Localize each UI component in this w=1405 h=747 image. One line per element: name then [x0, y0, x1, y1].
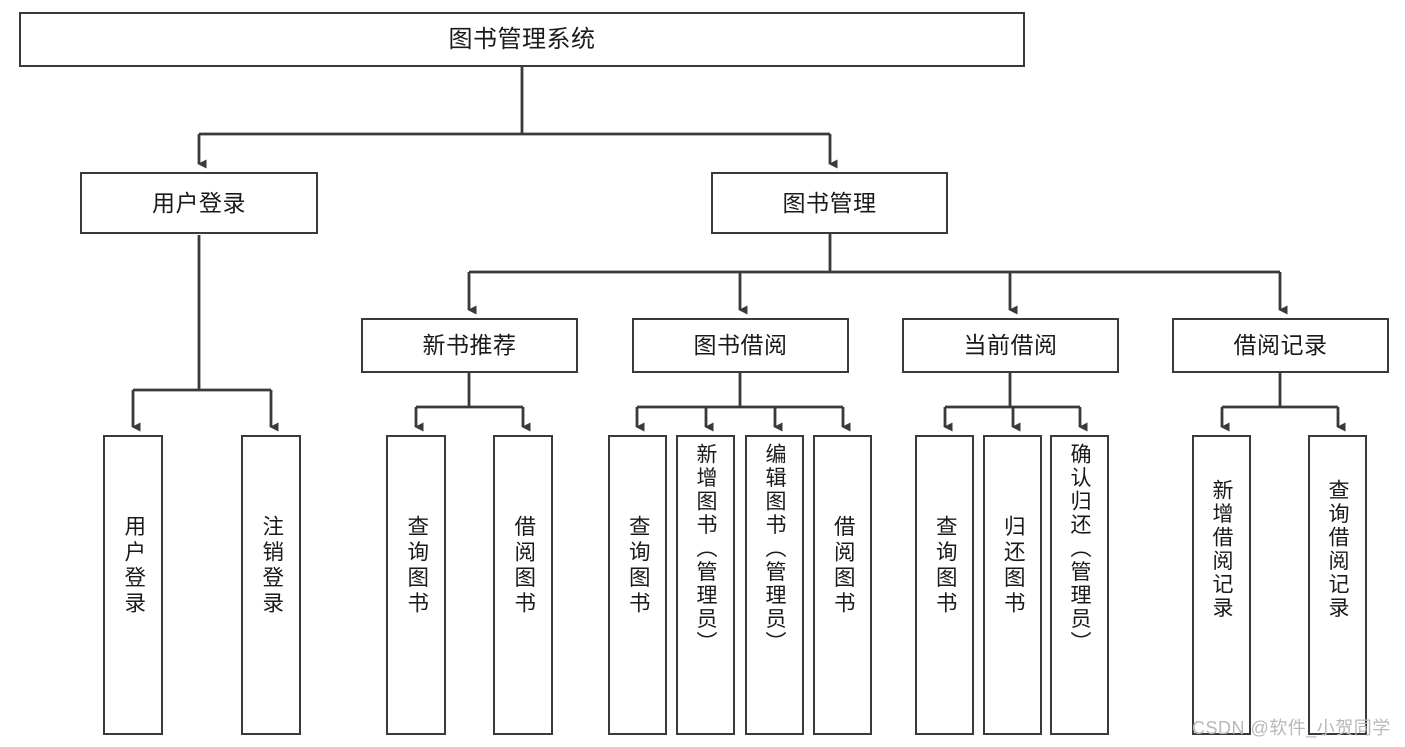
node-borrow-record[interactable]: 借阅记录	[1172, 318, 1389, 373]
leaf-book-borrow-add[interactable]: 新增图书（管理员）	[676, 435, 735, 735]
leaf-current-borrow-query[interactable]: 查询图书	[915, 435, 974, 735]
node-current-borrow[interactable]: 当前借阅	[902, 318, 1119, 373]
leaf-borrow-record-add[interactable]: 新增借阅记录	[1192, 435, 1251, 735]
node-label: 归还图书	[1001, 515, 1026, 617]
node-book-borrow[interactable]: 图书借阅	[632, 318, 849, 373]
node-label: 借阅图书	[511, 515, 536, 617]
leaf-user-login-logout[interactable]: 注销登录	[241, 435, 301, 735]
node-label: 当前借阅	[963, 332, 1058, 359]
node-label: 新增图书（管理员）	[694, 443, 717, 655]
node-label: 图书管理	[782, 189, 877, 216]
node-label: 查询图书	[933, 515, 958, 617]
leaf-new-book-query[interactable]: 查询图书	[386, 435, 446, 735]
node-root-system[interactable]: 图书管理系统	[19, 12, 1025, 67]
leaf-user-login-login[interactable]: 用户登录	[103, 435, 163, 735]
node-user-login[interactable]: 用户登录	[80, 172, 318, 234]
node-label: 图书管理系统	[448, 25, 596, 53]
node-label: 注销登录	[259, 515, 284, 617]
node-label: 借阅图书	[831, 515, 856, 617]
leaf-borrow-record-query[interactable]: 查询借阅记录	[1308, 435, 1367, 735]
node-label: 图书借阅	[693, 332, 788, 359]
leaf-current-borrow-confirm[interactable]: 确认归还（管理员）	[1050, 435, 1109, 735]
leaf-new-book-borrow[interactable]: 借阅图书	[493, 435, 553, 735]
node-label: 新增借阅记录	[1210, 479, 1233, 620]
node-label: 查询图书	[626, 515, 651, 617]
node-new-book-recommend[interactable]: 新书推荐	[361, 318, 578, 373]
node-label: 用户登录	[121, 515, 146, 617]
leaf-book-borrow-borrow[interactable]: 借阅图书	[813, 435, 872, 735]
leaf-current-borrow-return[interactable]: 归还图书	[983, 435, 1042, 735]
leaf-book-borrow-query[interactable]: 查询图书	[608, 435, 667, 735]
node-label: 查询借阅记录	[1326, 479, 1349, 620]
leaf-book-borrow-edit[interactable]: 编辑图书（管理员）	[745, 435, 804, 735]
node-label: 新书推荐	[422, 332, 517, 359]
node-label: 用户登录	[152, 189, 246, 216]
node-label: 查询图书	[404, 515, 429, 617]
node-label: 确认归还（管理员）	[1068, 443, 1091, 655]
csdn-watermark: CSDN @软件_小贺同学	[1192, 718, 1391, 738]
node-label: 借阅记录	[1233, 332, 1328, 359]
node-book-management[interactable]: 图书管理	[711, 172, 948, 234]
node-label: 编辑图书（管理员）	[763, 443, 786, 655]
